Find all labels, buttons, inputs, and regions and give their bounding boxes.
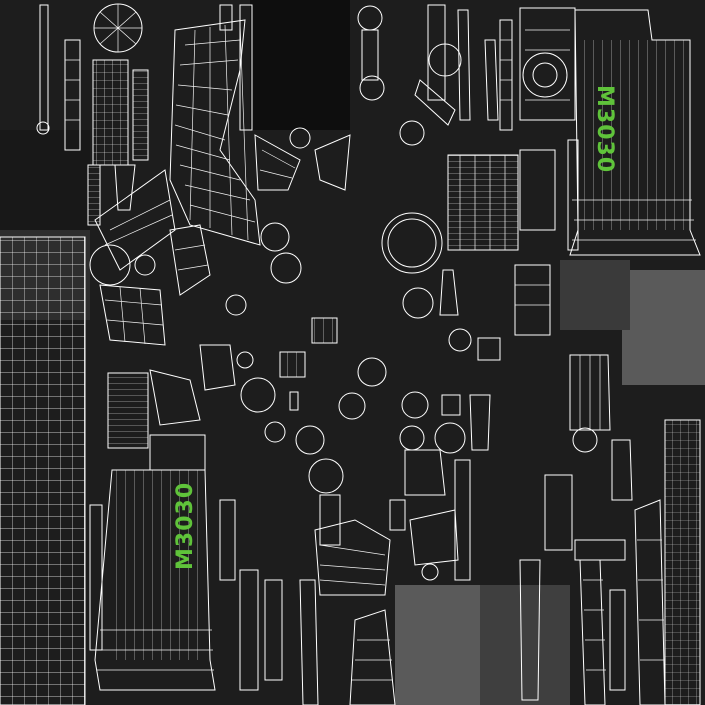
dark-region-left: [0, 130, 90, 230]
uv-center-left-parts: [99, 224, 236, 426]
uv-right-pieces: [447, 139, 701, 705]
uv-skirt-top-right: [519, 7, 701, 256]
uv-center-parts: [225, 120, 501, 494]
uv-skirt-bottom-left: [94, 372, 216, 691]
grey-patch-bottom-1: [395, 585, 480, 705]
uv-bottom-center: [89, 449, 541, 705]
grey-patch-right: [622, 270, 705, 385]
uv-bent-tube: [89, 19, 261, 286]
texture-label-top: M3030: [592, 85, 617, 173]
uv-rods-top-center: [219, 4, 513, 131]
texture-label-bottom: M3030: [173, 482, 198, 570]
dark-region-top: [250, 0, 350, 130]
uv-left-grid: [0, 236, 86, 705]
grey-patch-bottom-2: [480, 585, 570, 705]
uv-strip-top-left: [36, 3, 149, 226]
grey-patch-mid-right: [560, 260, 630, 330]
